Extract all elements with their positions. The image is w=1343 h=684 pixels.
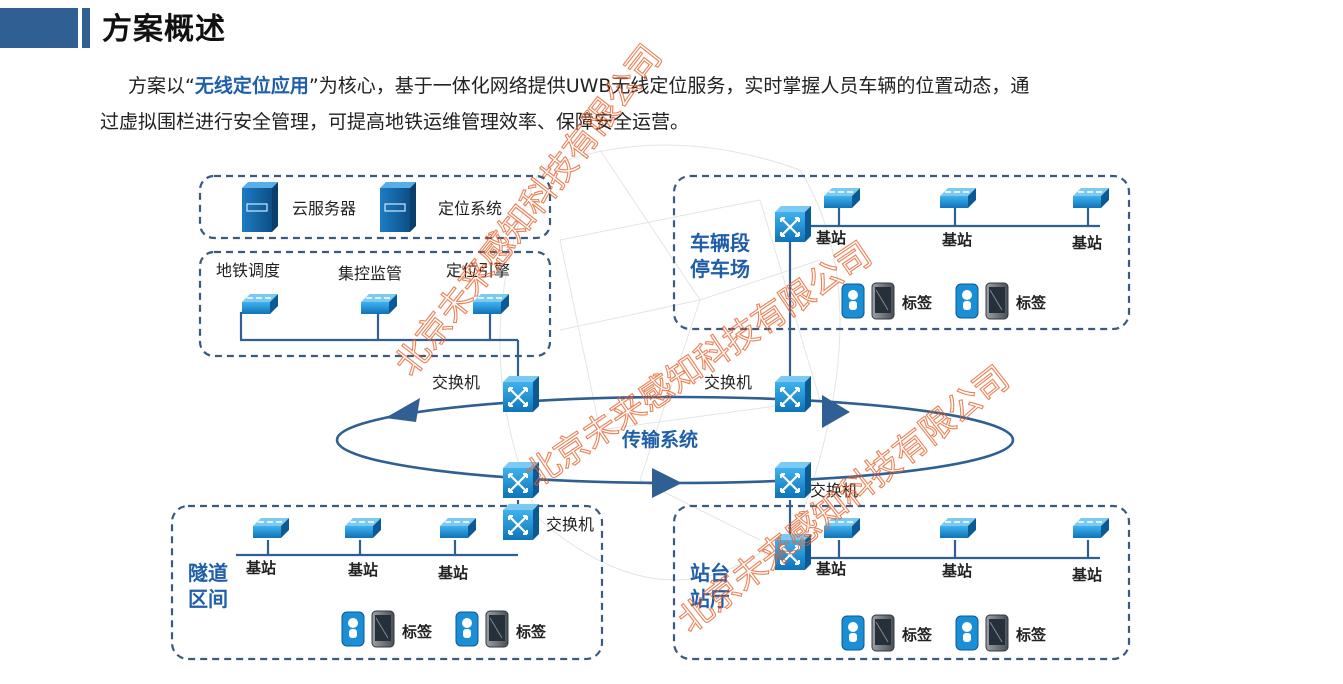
switch-label: 交换机 xyxy=(432,373,480,392)
base-station-icon xyxy=(1072,517,1110,539)
transmission-system-label: 传输系统 xyxy=(621,428,698,451)
tag-label: 标签 xyxy=(1015,626,1047,644)
base-station-label: 基站 xyxy=(941,231,972,249)
intro-paragraph: 方案以“无线定位应用”为核心，基于一体化网络提供UWB无线定位服务，实时掌握人员… xyxy=(100,68,1228,140)
base-station-icon xyxy=(823,187,861,209)
base-station-icon xyxy=(344,517,382,539)
tunnel-switch-icon xyxy=(501,502,541,542)
base-station-icon xyxy=(439,517,477,539)
tag-label: 标签 xyxy=(901,294,933,312)
ring-arrow-left xyxy=(385,398,420,422)
tag-icon xyxy=(955,282,1009,320)
switch-icon xyxy=(501,374,541,414)
base-station-label: 基站 xyxy=(1071,234,1102,252)
tag-icon xyxy=(455,610,509,648)
intro-highlight: 无线定位应用 xyxy=(194,75,309,97)
cloud-server-icon xyxy=(241,181,279,233)
tag-label: 标签 xyxy=(1015,294,1047,312)
tag-icon xyxy=(841,282,895,320)
intro-suffix: ”为核心，基于一体化网络提供UWB无线定位服务，实时掌握人员车辆的位置动态，通 xyxy=(308,75,1030,97)
positioning-system-label: 定位系统 xyxy=(438,199,502,218)
depot-switch-icon xyxy=(773,204,813,244)
central-monitor-label: 集控监管 xyxy=(338,264,402,283)
ring-arrow-bottom xyxy=(652,468,682,498)
zone-depot-label-1: 车辆段 xyxy=(690,231,750,255)
metro-dispatch-switch-icon xyxy=(241,293,279,315)
base-station-label: 基站 xyxy=(245,559,276,577)
metro-dispatch-label: 地铁调度 xyxy=(216,261,280,280)
connection-lines xyxy=(236,208,1100,560)
tag-label: 标签 xyxy=(401,623,433,641)
central-monitor-switch-icon xyxy=(360,293,398,315)
positioning-system-icon xyxy=(379,181,417,233)
zone-depot-label-2: 停车场 xyxy=(690,257,750,281)
positioning-engine-label: 定位引擎 xyxy=(446,261,510,280)
tag-label: 标签 xyxy=(901,626,933,644)
switch-icon xyxy=(773,374,813,414)
base-station-label: 基站 xyxy=(815,229,846,247)
zone-tunnel-label-1: 隧道 xyxy=(188,561,228,585)
switch-label: 交换机 xyxy=(704,373,752,392)
switch-label: 交换机 xyxy=(546,515,594,534)
base-station-label: 基站 xyxy=(437,564,468,582)
base-station-icon xyxy=(252,517,290,539)
base-station-label: 基站 xyxy=(941,562,972,580)
title-accent-bar xyxy=(0,8,78,48)
base-station-label: 基站 xyxy=(815,560,846,578)
title-accent-bar-thin xyxy=(82,8,90,48)
ring-arrow-right xyxy=(822,395,850,428)
base-station-icon xyxy=(1072,187,1110,209)
base-station-icon xyxy=(939,187,977,209)
zone-station-label-1: 站台 xyxy=(690,561,730,585)
zone-station-label-2: 站厅 xyxy=(690,587,730,611)
zone-tunnel-label-2: 区间 xyxy=(188,587,228,611)
tag-label: 标签 xyxy=(515,623,547,641)
base-station-icon xyxy=(939,517,977,539)
intro-line2: 过虚拟围栏进行安全管理，可提高地铁运维管理效率、保障安全运营。 xyxy=(100,111,690,133)
page-title: 方案概述 xyxy=(102,12,226,47)
watermark-text: 北京未来感知科技有限公司 xyxy=(388,37,671,383)
tag-icon xyxy=(955,614,1009,652)
tag-icon xyxy=(841,614,895,652)
intro-prefix: 方案以“ xyxy=(128,75,195,97)
watermark-text: 北京未来感知科技有限公司 xyxy=(671,358,1017,641)
base-station-label: 基站 xyxy=(347,561,378,579)
tag-icon xyxy=(341,610,395,648)
switch-icon xyxy=(773,460,813,500)
zone-boxes xyxy=(170,174,1131,661)
switch-label: 交换机 xyxy=(810,481,858,500)
cloud-server-label: 云服务器 xyxy=(292,199,356,218)
base-station-label: 基站 xyxy=(1071,566,1102,584)
